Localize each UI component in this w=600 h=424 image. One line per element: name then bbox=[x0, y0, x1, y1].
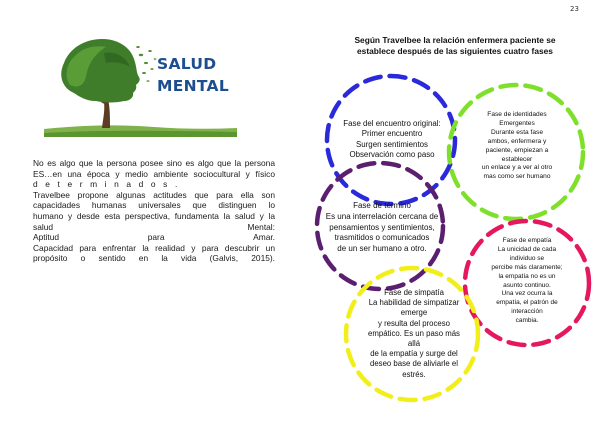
body-word: para bbox=[147, 232, 165, 243]
body-line-split: Aptitud para Amar. bbox=[33, 232, 275, 243]
phase-line: La unicidad de cada bbox=[497, 245, 557, 253]
phase-line: y resulta del proceso bbox=[378, 318, 450, 328]
hero-title: SALUD MENTAL bbox=[157, 53, 237, 97]
body-line: ES…en una época y medio ambiente sociocu… bbox=[33, 168, 275, 179]
phase-line: mas como ser humano bbox=[483, 173, 551, 181]
body-line: No es algo que la persona posee sino es … bbox=[33, 158, 275, 168]
phase-line: Surgen sentimientos bbox=[356, 139, 428, 149]
phase-line: ambos, enfermera y bbox=[487, 137, 547, 145]
phase-line: un enlace y a ver al otro bbox=[481, 164, 553, 172]
phase-line: Fase de simpatía bbox=[384, 288, 444, 297]
phase-line: percibe más claramente; bbox=[491, 263, 563, 271]
phase-circle-termino bbox=[314, 160, 446, 292]
phase-text-empatia: Fase de empatía La unicidad de cada indi… bbox=[474, 237, 580, 326]
body-line: Travelbee propone algunas actitudes que … bbox=[33, 189, 275, 200]
phase-line: emerge bbox=[400, 308, 428, 318]
heading-line2: establece después de las siguientes cuat… bbox=[357, 46, 553, 56]
phase-line: La habilidad de simpatizar bbox=[368, 298, 460, 308]
hero-title-line2: MENTAL bbox=[157, 77, 230, 95]
tree-head-silhouette-icon bbox=[44, 39, 237, 137]
heading-line1: Según Travelbee la relación enfermera pa… bbox=[354, 35, 556, 45]
phase-line: Durante esta fase bbox=[490, 128, 544, 136]
body-line-split: salud Mental: bbox=[33, 222, 275, 233]
body-line: humano y desde esta perspectiva, fundame… bbox=[33, 210, 275, 221]
phase-line: trasmitidos o comunicados bbox=[334, 233, 430, 243]
phase-line: allá bbox=[407, 339, 421, 349]
phase-line: individuo se bbox=[509, 254, 545, 262]
phase-text-encuentro: Fase del encuentro original: Primer encu… bbox=[322, 119, 462, 160]
phase-circle-identidades bbox=[446, 82, 586, 222]
phase-line: deseo base de aliviarle el bbox=[370, 359, 458, 369]
body-word: Aptitud bbox=[33, 232, 60, 243]
phase-line: empatía, el patrón de bbox=[496, 299, 558, 307]
phase-line: de la empatía y surge del bbox=[370, 349, 458, 359]
phase-line: estrés. bbox=[402, 369, 426, 379]
phase-circle-empatia bbox=[462, 218, 592, 348]
phase-line: Fase de empatía bbox=[502, 237, 552, 244]
phase-line: de un ser humano a otro. bbox=[337, 244, 427, 254]
body-word: salud bbox=[33, 221, 54, 232]
phase-line: establecer bbox=[501, 155, 533, 163]
phase-line: Es una interrelación cercana de bbox=[325, 211, 439, 221]
phase-line: Fase de término bbox=[353, 201, 411, 210]
phase-line: Fase del encuentro original: bbox=[343, 119, 441, 128]
phase-line: interacción bbox=[511, 308, 543, 316]
body-line: propósito o sentido en la vida (Galvis, … bbox=[33, 253, 275, 264]
phase-text-termino: Fase de término Es una interrelación cer… bbox=[312, 201, 452, 255]
phase-circle-simpatia bbox=[343, 265, 481, 403]
phase-line: Emergentes bbox=[499, 119, 535, 127]
hero-banner: SALUD MENTAL bbox=[44, 33, 237, 137]
body-word: Mental: bbox=[247, 221, 275, 232]
phase-line: asunto continuo. bbox=[503, 281, 551, 289]
section-heading: Según Travelbee la relación enfermera pa… bbox=[330, 35, 580, 57]
phase-line: Fase de identidades bbox=[487, 111, 547, 118]
phase-line: Una vez ocurra la bbox=[501, 290, 553, 298]
phase-line: paciente, empiezan a bbox=[485, 146, 549, 154]
page-number: 23 bbox=[570, 5, 579, 13]
body-word: Amar. bbox=[253, 232, 275, 243]
phase-line: Primer encuentro bbox=[361, 129, 423, 139]
phase-text-simpatia: Fase de simpatía La habilidad de simpati… bbox=[350, 288, 478, 380]
body-line: capacidades humanas universales que dist… bbox=[33, 200, 275, 211]
body-line: determinados. bbox=[33, 179, 185, 190]
body-line: Capacidad para enfrentar la realidad y p… bbox=[33, 242, 275, 253]
phase-line: la empatía no es un bbox=[498, 272, 556, 280]
hero-title-line1: SALUD bbox=[157, 55, 217, 73]
phase-circle-encuentro bbox=[324, 73, 458, 207]
phase-line: empático. Es un paso más bbox=[368, 328, 460, 338]
phase-line: cambia. bbox=[515, 317, 539, 325]
phase-line: pensamientos y sentimientos, bbox=[329, 222, 435, 232]
phase-line: Observación como paso bbox=[349, 149, 435, 159]
body-paragraph: No es algo que la persona posee sino es … bbox=[33, 158, 275, 264]
phase-text-identidades: Fase de identidades Emergentes Durante e… bbox=[458, 111, 576, 182]
